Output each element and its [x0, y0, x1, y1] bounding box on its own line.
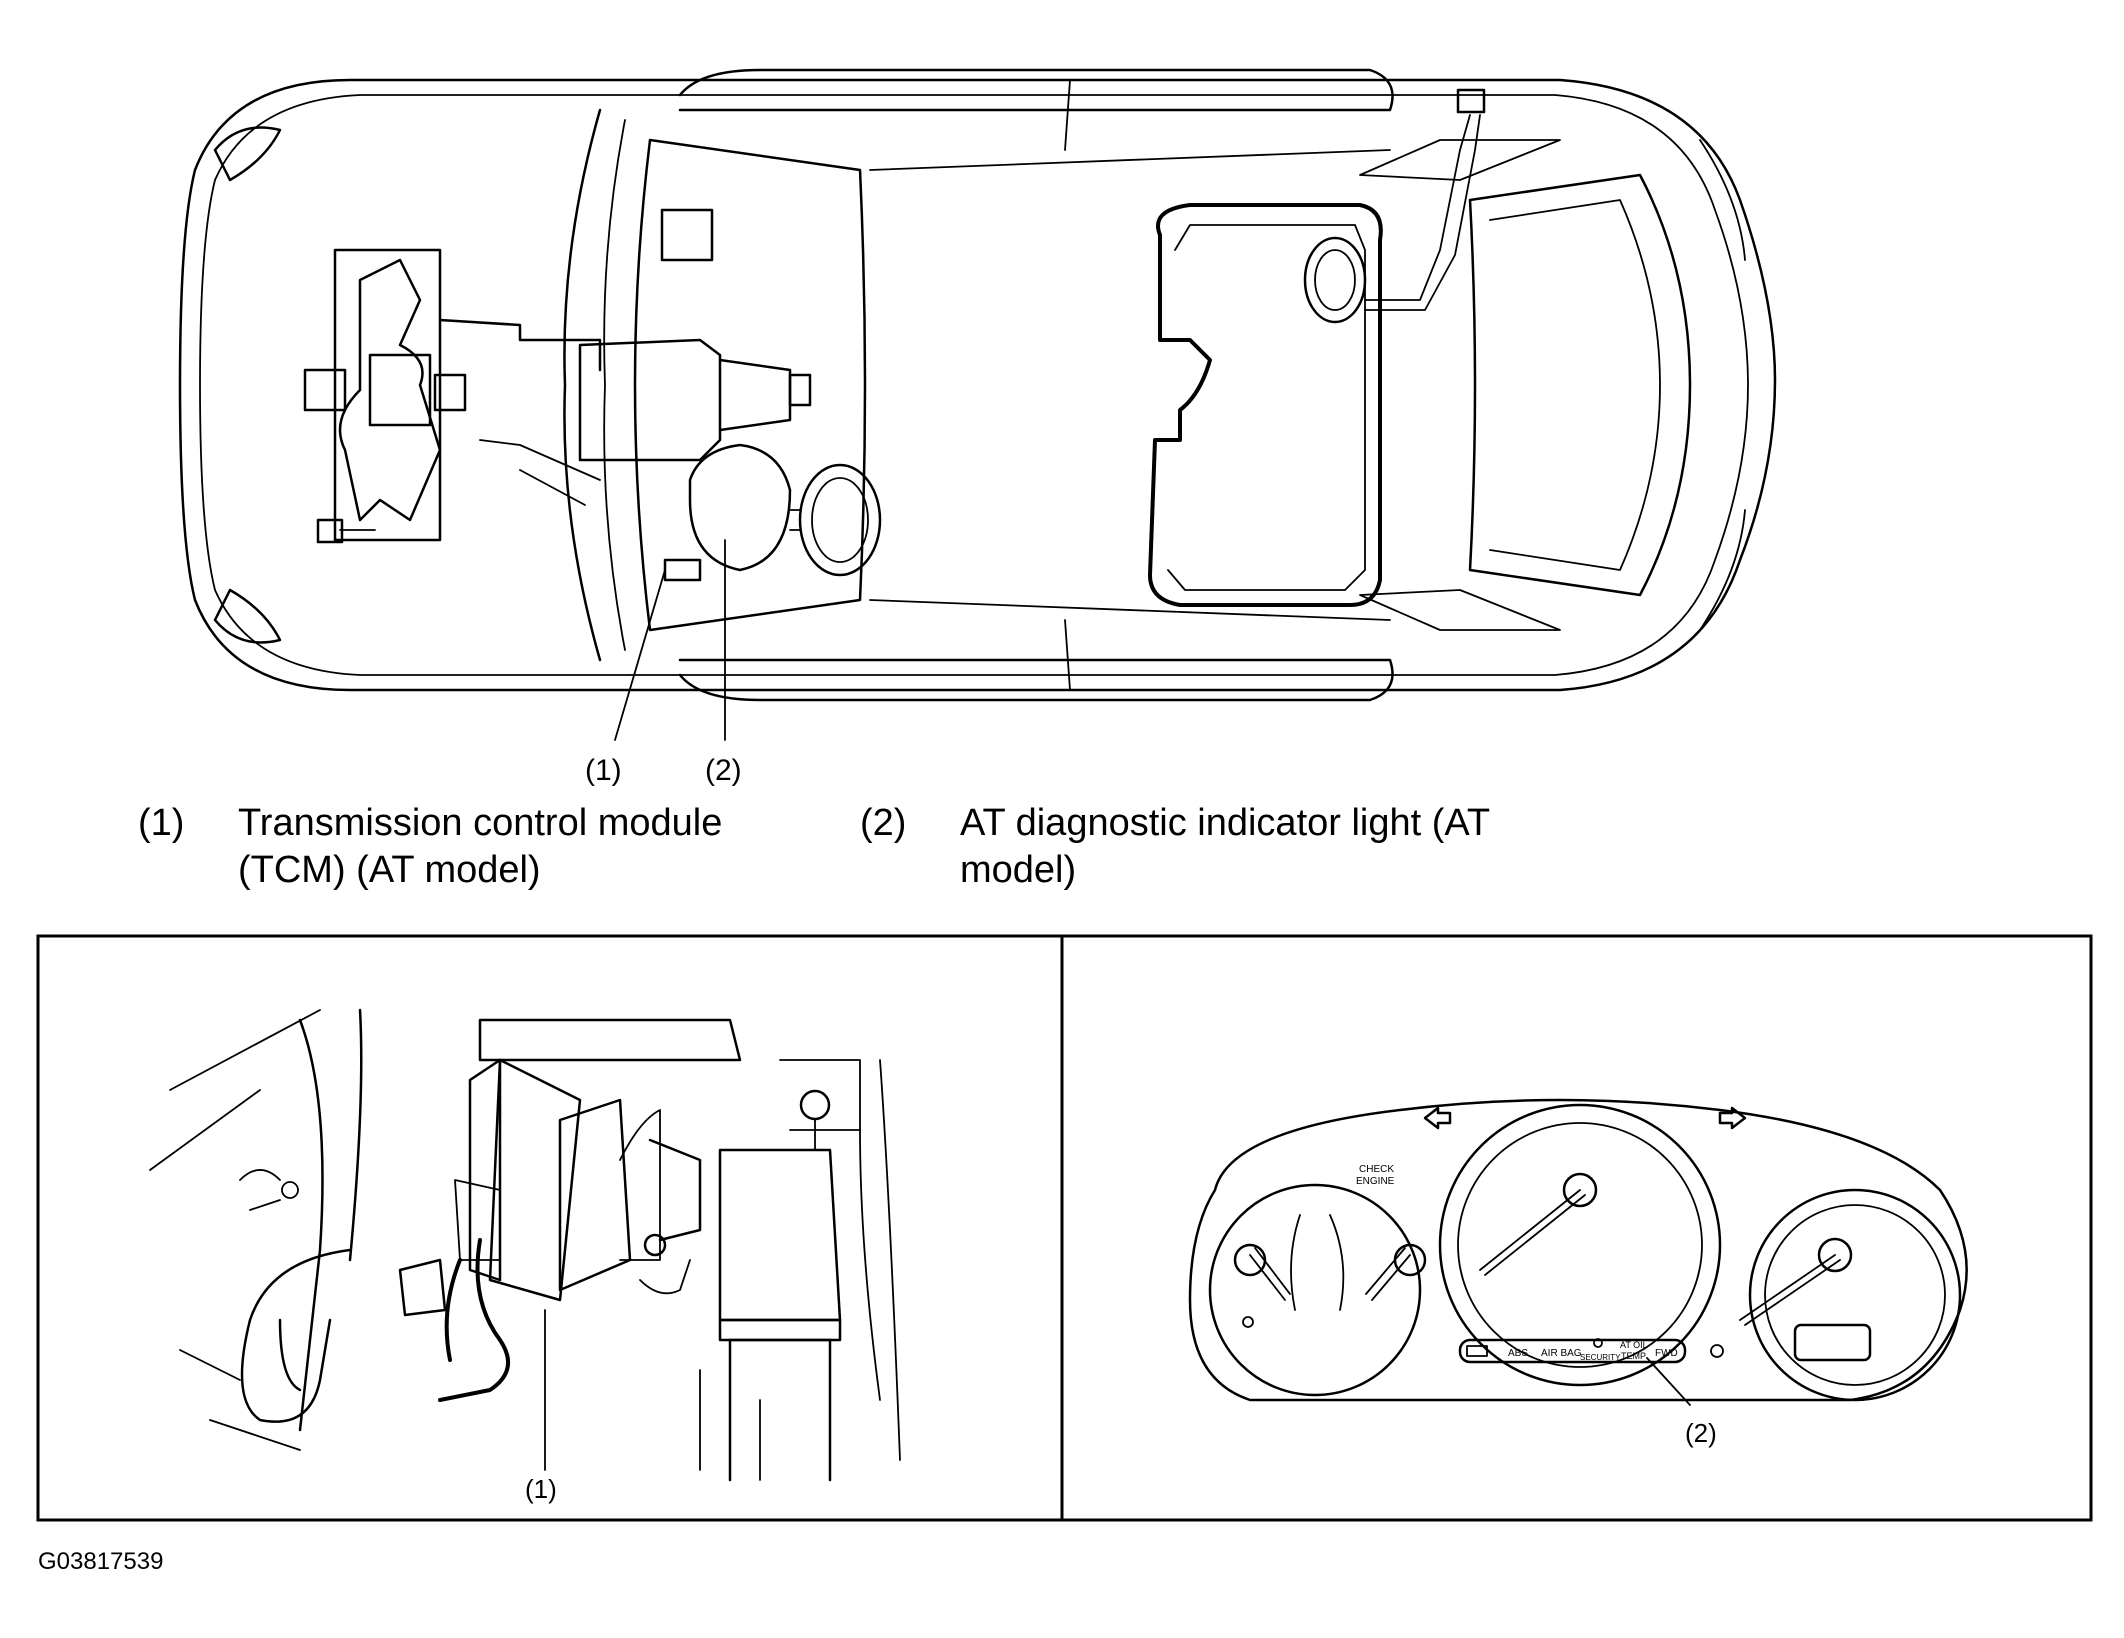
callout-top-1: (1) — [585, 754, 622, 787]
abs-label: ABS — [1508, 1348, 1528, 1359]
legend-item-2: (2) AT diagnostic indicator light (AT mo… — [860, 800, 1560, 900]
at-oil-label-2: TEMP — [1621, 1351, 1646, 1361]
detail-frame — [36, 934, 2093, 1522]
left-gauge — [1208, 1183, 1422, 1397]
instrument-cluster — [1188, 1098, 1968, 1406]
car-top-view — [178, 68, 1777, 741]
callout-top-2: (2) — [705, 754, 742, 787]
tcm-detail-illustration — [149, 1008, 901, 1482]
speedometer — [1438, 1103, 1722, 1387]
legend-number-1: (1) — [138, 802, 185, 844]
figure-code: G03817539 — [38, 1548, 164, 1575]
airbag-label: AIR BAG — [1541, 1348, 1582, 1359]
legend-number-2: (2) — [860, 802, 907, 844]
legend-text-2a: AT diagnostic indicator light (AT — [960, 802, 1491, 844]
legend-item-1: (1) Transmission control module (TCM) (A… — [138, 800, 838, 900]
check-engine-label-2: ENGINE — [1356, 1176, 1395, 1187]
legend-text-1a: Transmission control module — [238, 802, 723, 844]
callout-detail-1: (1) — [525, 1474, 557, 1504]
security-label: SECURITY — [1580, 1353, 1621, 1362]
at-oil-label-1: AT OIL — [1620, 1340, 1648, 1350]
fwd-label: FWD — [1655, 1348, 1678, 1359]
check-engine-label-1: CHECK — [1359, 1164, 1394, 1175]
callout-detail-2: (2) — [1685, 1418, 1717, 1448]
leader-line-1 — [614, 569, 666, 741]
legend-text-2b: model) — [960, 849, 1077, 891]
leader-line-detail-2 — [1646, 1357, 1691, 1406]
tachometer — [1748, 1188, 1962, 1402]
legend-text-1b: (TCM) (AT model) — [238, 849, 541, 891]
